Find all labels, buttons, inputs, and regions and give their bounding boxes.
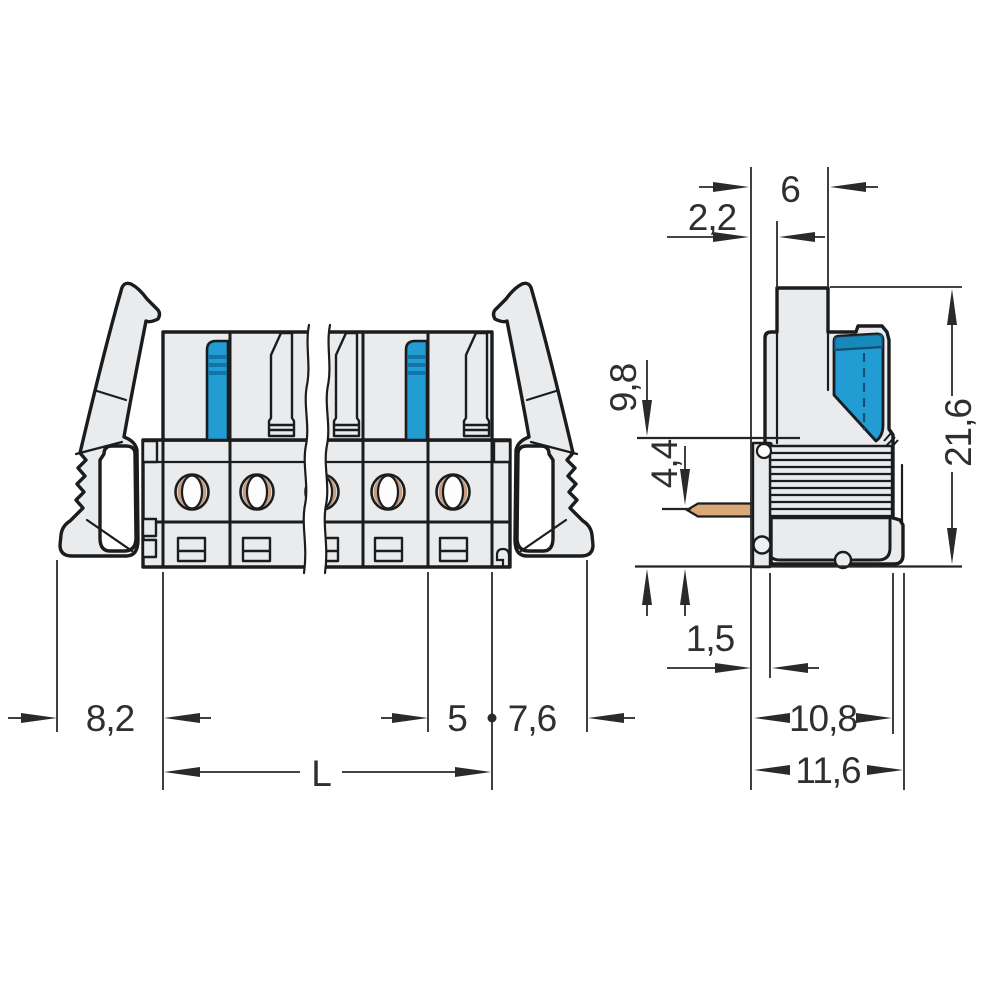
lever-panel-line <box>95 389 128 402</box>
dim-side-depth-total: 11,6 <box>754 750 903 791</box>
dim-label: 1,5 <box>686 618 735 659</box>
flange-plate <box>751 441 773 569</box>
break-lines <box>302 323 332 575</box>
dim-side-flange-thickness: 1,5 <box>667 618 819 673</box>
contact-latch-3 <box>462 331 491 438</box>
dim-label: 21,6 <box>938 399 979 467</box>
solder-pin <box>684 502 758 518</box>
dim-label: 10,8 <box>789 698 857 739</box>
pin-opening <box>176 536 207 563</box>
dim-label: 9,8 <box>603 364 644 412</box>
dim-label: 6 <box>780 169 800 210</box>
lever-panel-line <box>74 440 124 456</box>
contact-latch-1 <box>267 331 296 438</box>
pin-opening <box>373 536 404 563</box>
flange-notch <box>755 442 773 460</box>
dim-label: 11,6 <box>795 750 860 791</box>
pin-opening <box>241 536 272 563</box>
mounting-holes <box>174 473 471 511</box>
pusher-stripes <box>407 355 426 375</box>
right-mounting-lever <box>491 281 595 558</box>
dim-label: 8,2 <box>86 698 134 739</box>
dim-label: 4,4 <box>644 439 685 488</box>
keying-notches <box>141 439 512 559</box>
strain-hook <box>495 547 511 569</box>
dim-label: L <box>311 753 331 794</box>
dim-label: 5 <box>447 698 467 739</box>
contact-latch-2 <box>332 331 361 438</box>
dim-side-pin-offset: 4,4 <box>644 439 690 616</box>
left-mounting-lever <box>58 281 162 558</box>
mounting-hole <box>435 473 471 511</box>
dim-front-length: L <box>164 753 491 794</box>
pin-opening <box>438 536 469 563</box>
rib-fins <box>768 444 904 526</box>
dim-front-right-offset: 7,6 <box>508 698 635 739</box>
lever-pusher-blue-2 <box>404 339 429 442</box>
dim-side-collar-height: 9,8 <box>603 360 652 616</box>
flange-rivet <box>752 535 772 555</box>
pusher-stripes <box>208 355 227 375</box>
mounting-hole <box>174 473 210 511</box>
contact-latches <box>267 331 491 438</box>
dim-side-face-offset: 2,2 <box>667 197 825 242</box>
mounting-hole <box>239 473 275 511</box>
side-view <box>684 286 905 570</box>
lever-pusher-blue-1 <box>205 339 230 442</box>
dim-label: 7,6 <box>508 698 556 739</box>
dim-side-total-height: 21,6 <box>938 289 979 564</box>
bottom-boss <box>833 550 853 570</box>
mounting-hole <box>370 473 406 511</box>
extension-lines <box>56 167 962 790</box>
dim-side-top-width: 6 <box>699 169 878 210</box>
dim-label: 2,2 <box>688 197 736 238</box>
dimension-layer: 8,2 5 7,6 L 2,2 <box>8 167 979 794</box>
dim-side-depth-inner: 10,8 <box>754 698 892 739</box>
front-view <box>58 281 595 575</box>
lever-foot-edge <box>85 518 134 553</box>
dim-front-left-offset: 8,2 <box>8 698 211 739</box>
dim-front-pitch: 5 <box>381 698 497 739</box>
